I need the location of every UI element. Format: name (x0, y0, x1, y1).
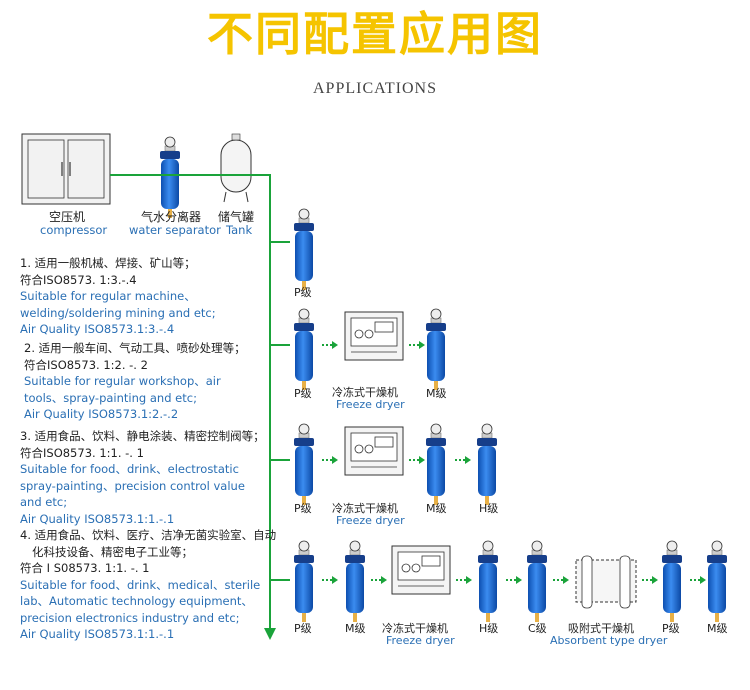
row4-freeze-label-en: Freeze dryer (386, 634, 455, 647)
separator-label-en: water separator (129, 223, 221, 237)
row4-m-filter-icon (344, 540, 366, 623)
config-4-description: 4. 适用食品、饮料、医疗、洁净无菌实验室、自动 化科技设备、精密电子工业等； … (20, 527, 276, 643)
config-4-en-line3: precision electronics industry and etc; (20, 610, 240, 625)
row4-m2-label: M级 (707, 622, 728, 635)
config-1-description: 1. 适用一般机械、焊接、矿山等； 符合ISO8573. 1:3.-.4 Sui… (20, 255, 216, 338)
row2-p-label: P级 (294, 387, 312, 400)
config-1-cn-line2: 符合ISO8573. 1:3.-.4 (20, 272, 137, 287)
row1-p-label: P级 (294, 286, 312, 299)
row3-freeze-dryer-icon (344, 426, 404, 476)
row4-c-label: C级 (528, 622, 547, 635)
config-2-en-line1: Suitable for regular workshop、air (24, 374, 221, 388)
main-pipe (110, 174, 276, 640)
row4-m2-filter-icon (706, 540, 728, 623)
row4-arrow-5 (552, 575, 570, 585)
row4-arrow-6 (641, 575, 659, 585)
row2-freeze-label-cn: 冷冻式干燥机 (332, 386, 398, 399)
row4-p2-filter-icon (661, 540, 683, 623)
row4-h-label: H级 (479, 622, 499, 635)
row4-absorbent-label-en: Absorbent type dryer (550, 634, 668, 647)
row2-freeze-dryer-icon (344, 311, 404, 361)
row2-arrow-1 (321, 340, 339, 350)
row3-freeze-label-cn: 冷冻式干燥机 (332, 502, 398, 515)
config-4-cn-line1b: 化科技设备、精密电子工业等； (32, 544, 193, 559)
tank-label-en: Tank (226, 223, 253, 237)
config-4-cn-line1: 4. 适用食品、饮料、医疗、洁净无菌实验室、自动 (20, 528, 277, 542)
config-3-cn-line1: 3. 适用食品、饮料、静电涂装、精密控制阀等； (20, 429, 265, 443)
compressor-label-cn: 空压机 (49, 210, 86, 224)
row4-absorbent-label-cn: 吸附式干燥机 (568, 622, 634, 635)
config-4-en-line4: Air Quality ISO8573.1:1.-.1 (20, 627, 175, 641)
config-1-cn-line1: 1. 适用一般机械、焊接、矿山等； (20, 256, 196, 270)
row4-c-filter-icon (526, 540, 548, 623)
tank-label-cn: 储气罐 (218, 210, 255, 224)
row4-absorbent-dryer-icon (575, 555, 637, 609)
config-1-en-line3: Air Quality ISO8573.1:3.-.4 (20, 322, 175, 336)
config-2-cn-line2: 符合ISO8573. 1:2. -. 2 (24, 357, 148, 372)
config-4-en-line2: lab、Automatic technology equipment、 (20, 594, 253, 608)
row3-arrow-2 (408, 455, 426, 465)
row2-m-label: M级 (426, 387, 447, 400)
water-separator-icon (159, 136, 181, 219)
row3-p-label: P级 (294, 502, 312, 515)
row1-p-filter-icon (293, 208, 315, 291)
config-2-cn-line1: 2. 适用一般车间、气动工具、喷砂处理等； (24, 341, 246, 355)
page-title: 不同配置应用图 (207, 7, 543, 61)
config-3-description: 3. 适用食品、饮料、静电涂装、精密控制阀等； 符合ISO8573. 1:1. … (20, 428, 265, 527)
row3-m-label: M级 (426, 502, 447, 515)
row4-p-filter-icon (293, 540, 315, 623)
row3-arrow-3 (454, 455, 472, 465)
row2-p-filter-icon (293, 308, 315, 391)
row4-arrow-7 (689, 575, 707, 585)
config-3-en-line3: and etc; (20, 495, 68, 509)
config-4-en-line1: Suitable for food、drink、medical、sterile (20, 577, 261, 592)
row2-m-filter-icon (425, 308, 447, 391)
row4-arrow-1 (321, 575, 339, 585)
row3-h-filter-icon (476, 423, 498, 506)
config-3-en-line4: Air Quality ISO8573.1:1.-.1 (20, 511, 175, 526)
separator-label-cn: 气水分离器 (141, 210, 202, 224)
row4-freeze-dryer-icon (391, 545, 451, 595)
row4-m-label: M级 (345, 622, 366, 635)
config-2-description: 2. 适用一般车间、气动工具、喷砂处理等； 符合ISO8573. 1:2. -.… (24, 340, 246, 423)
config-3-en-line2: spray-painting、precision control value (20, 478, 245, 493)
row3-arrow-1 (321, 455, 339, 465)
row4-h-filter-icon (477, 540, 499, 623)
row4-p-label: P级 (294, 622, 312, 635)
compressor-label-en: compressor (40, 223, 108, 237)
row2-freeze-label-en: Freeze dryer (336, 398, 405, 411)
row4-arrow-2 (370, 575, 388, 585)
row2-arrow-2 (408, 340, 426, 350)
config-1-en-line2: welding/soldering mining and etc; (20, 305, 216, 320)
config-4-cn-line2: 符合 I S08573. 1:1. -. 1 (20, 561, 150, 575)
row3-m-filter-icon (425, 423, 447, 506)
row4-arrow-4 (505, 575, 523, 585)
tank-icon (220, 133, 252, 203)
branch-lines (270, 241, 290, 581)
row3-freeze-label-en: Freeze dryer (336, 514, 405, 527)
config-3-cn-line2: 符合ISO8573. 1:1. -. 1 (20, 445, 144, 460)
config-2-en-line2: tools、spray-painting and etc; (24, 390, 197, 405)
config-3-en-line1: Suitable for food、drink、electrostatic (20, 462, 239, 476)
row4-freeze-label-cn: 冷冻式干燥机 (382, 622, 448, 635)
row4-arrow-3 (455, 575, 473, 585)
row4-p2-label: P级 (662, 622, 680, 635)
config-2-en-line3: Air Quality ISO8573.1:2.-.2 (24, 407, 179, 421)
config-1-en-line1: Suitable for regular machine、 (20, 289, 196, 303)
compressor-icon (21, 133, 111, 205)
row3-p-filter-icon (293, 423, 315, 506)
page-subtitle: APPLICATIONS (312, 80, 437, 97)
row3-h-label: H级 (479, 502, 499, 515)
